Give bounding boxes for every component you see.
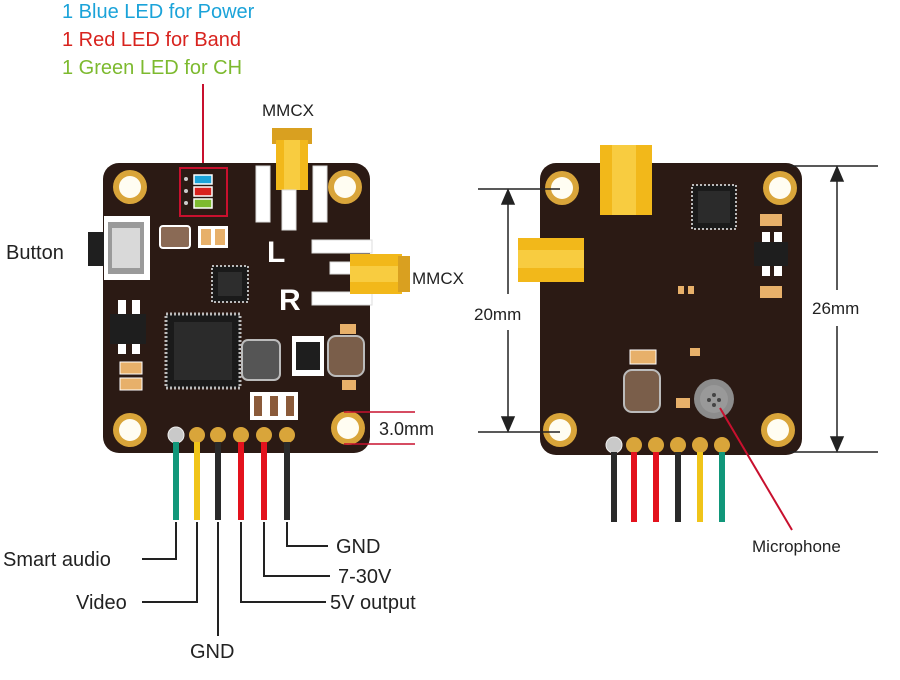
back-mount-hole-bl xyxy=(543,413,577,447)
back-board xyxy=(518,145,802,455)
wire-green-back xyxy=(719,452,725,522)
pin-leader-lines xyxy=(142,522,330,636)
back-mount-hole-tr xyxy=(763,171,797,205)
led-callout-box xyxy=(179,167,228,217)
back-wires xyxy=(611,452,725,522)
legend-green-led: 1 Green LED for CH xyxy=(62,57,242,79)
front-mount-hole-tl xyxy=(113,170,147,204)
wire-black-front-1 xyxy=(215,442,221,520)
back-ic xyxy=(691,184,737,230)
cap-left-1 xyxy=(119,361,143,375)
board-size-dimension xyxy=(790,165,878,453)
hole-size-label: 3.0mm xyxy=(379,419,434,439)
microphone-callout-line xyxy=(719,407,793,531)
cap-brown xyxy=(159,225,191,249)
front-mount-hole-br xyxy=(331,411,365,445)
silk-l: L xyxy=(267,236,285,269)
wire-yellow-front xyxy=(194,442,200,520)
front-wires xyxy=(173,442,290,520)
cap-back xyxy=(629,349,657,365)
legend-red-led: 1 Red LED for Band xyxy=(62,29,241,51)
wire-red-front-2 xyxy=(261,442,267,520)
green-led xyxy=(193,198,213,209)
regulator-back xyxy=(754,214,788,298)
microphone-element xyxy=(694,379,734,419)
red-led xyxy=(193,186,213,197)
microphone-label: Microphone xyxy=(752,537,841,556)
wire-black-back-2 xyxy=(675,452,681,522)
mount-spacing-label: 20mm xyxy=(474,305,521,324)
coil-front xyxy=(327,335,365,377)
pin-power-in-label: 7-30V xyxy=(338,566,392,588)
wire-red-back-1 xyxy=(631,452,637,522)
silk-r: R xyxy=(279,284,301,317)
regulator-left xyxy=(110,300,146,354)
front-board: MMCX MMCX L R Button xyxy=(6,101,464,453)
button-label: Button xyxy=(6,242,64,264)
pin-smart-audio-label: Smart audio xyxy=(3,549,111,571)
resistor-block xyxy=(250,392,298,420)
pin-gnd-bottom-label: GND xyxy=(190,641,234,663)
back-mount-hole-br xyxy=(761,413,795,447)
front-pin-pads xyxy=(167,426,295,444)
pin-gnd-right-label: GND xyxy=(336,536,380,558)
inductor-front xyxy=(241,339,281,381)
front-mount-hole-tr xyxy=(328,170,362,204)
small-ic xyxy=(211,265,249,303)
chip-right xyxy=(292,336,324,376)
wire-black-back-1 xyxy=(611,452,617,522)
wire-yellow-back xyxy=(697,452,703,522)
blue-led xyxy=(193,174,213,185)
mmcx-connector-top xyxy=(255,128,328,231)
front-mount-hole-bl xyxy=(113,413,147,447)
cap-left-2 xyxy=(119,377,143,391)
coil-back xyxy=(623,369,661,413)
mmcx-connector-right xyxy=(311,239,410,306)
mount-spacing-dimension xyxy=(478,188,560,433)
front-pcb xyxy=(103,163,370,453)
wire-green-front xyxy=(173,442,179,520)
mmcx-right-label: MMCX xyxy=(412,269,464,288)
back-pcb xyxy=(540,163,802,455)
back-mount-hole-tl xyxy=(545,171,579,205)
pin-video-label: Video xyxy=(76,592,127,614)
wire-black-front-2 xyxy=(284,442,290,520)
wire-red-back-2 xyxy=(653,452,659,522)
main-ic xyxy=(164,312,242,390)
pin-5v-output-label: 5V output xyxy=(330,592,416,614)
board-size-label: 26mm xyxy=(812,299,859,318)
mmcx-top-label: MMCX xyxy=(262,101,314,120)
back-pin-pads xyxy=(605,436,730,454)
push-button xyxy=(88,216,150,280)
legend-blue-led: 1 Blue LED for Power xyxy=(62,1,255,23)
wire-red-front-1 xyxy=(238,442,244,520)
